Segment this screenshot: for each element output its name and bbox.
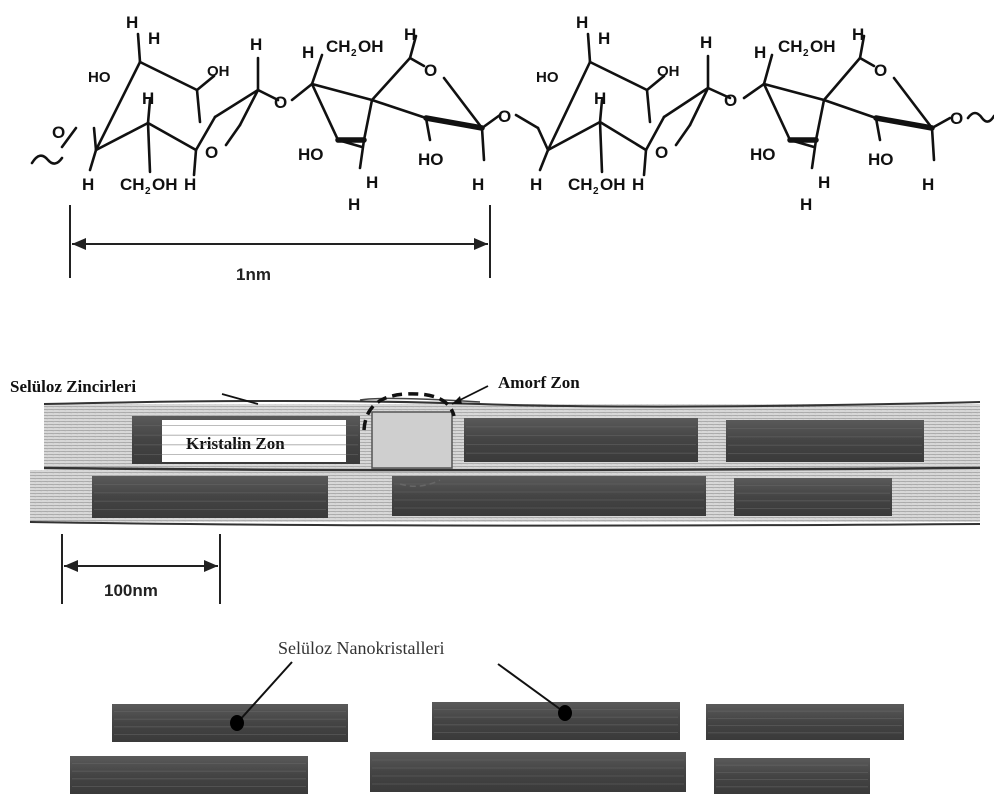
atom-o: O — [52, 123, 65, 142]
atom-ho: HO — [298, 145, 324, 164]
atom-h: H — [404, 25, 416, 44]
atom-ho: HO — [88, 69, 111, 86]
atom-oh: OH — [358, 37, 384, 56]
crystalline-domain — [92, 476, 328, 518]
atom-ho: HO — [418, 150, 444, 169]
crystalline-domain — [392, 476, 706, 516]
atom-h: H — [818, 173, 830, 192]
ring-o: O — [655, 143, 668, 162]
cellulose-chains-label: Selüloz Zincirleri — [10, 377, 136, 396]
amorphous-zone-label: Amorf Zon — [498, 373, 580, 392]
subscript-2: 2 — [351, 48, 357, 59]
atom-ch: CH — [120, 175, 145, 194]
atom-h: H — [82, 175, 94, 194]
atom-h: H — [184, 175, 196, 194]
scale-label-100nm: 100nm — [104, 581, 158, 600]
nanocrystal — [706, 704, 904, 740]
ch2oh-group: CH 2 OH — [568, 175, 626, 197]
scale-bar-100nm: 100nm — [61, 534, 221, 604]
atom-h: H — [598, 29, 610, 48]
atom-h: H — [250, 35, 262, 54]
atom-h: H — [472, 175, 484, 194]
bridge-o: O — [724, 91, 737, 110]
atom-h: H — [852, 25, 864, 44]
cellulose-nanocrystals: Selüloz Nanokristalleri — [70, 638, 904, 794]
atom-ch: CH — [568, 175, 593, 194]
atom-h: H — [922, 175, 934, 194]
glucose-unit-3 — [514, 32, 732, 177]
atom-h: H — [800, 195, 812, 214]
pointer-dot — [558, 705, 572, 721]
atom-h: H — [754, 43, 766, 62]
subscript-2: 2 — [593, 186, 599, 197]
nanocrystal — [70, 756, 308, 794]
atom-h: H — [126, 13, 138, 32]
atom-oh: OH — [810, 37, 836, 56]
ring-o: O — [874, 61, 887, 80]
nanocrystal — [432, 702, 680, 740]
glucose-unit-4 — [742, 34, 994, 170]
bridge-o: O — [950, 109, 963, 128]
ring-o: O — [205, 143, 218, 162]
bridge-o: O — [498, 107, 511, 126]
atom-h: H — [700, 33, 712, 52]
atom-h: H — [348, 195, 360, 214]
atom-h: H — [366, 173, 378, 192]
atom-ch: CH — [326, 37, 351, 56]
atom-oh: OH — [657, 63, 680, 80]
crystalline-label-box — [162, 420, 346, 462]
scale-bar-1nm: 1nm — [69, 205, 491, 284]
nanocrystal-texture — [72, 709, 902, 788]
crystalline-domain — [464, 418, 698, 462]
ch2oh-group: CH 2 OH — [326, 37, 384, 59]
crystalline-domain — [726, 420, 924, 462]
atom-h: H — [530, 175, 542, 194]
bridge-o: O — [274, 93, 287, 112]
cellulose-chain-molecule: O H HO H H OH H O H H CH 2 OH O CH 2 OH … — [30, 13, 994, 214]
atom-oh: OH — [207, 63, 230, 80]
atom-h: H — [148, 29, 160, 48]
amorphous-zone-marker — [362, 392, 456, 431]
amorphous-domain — [371, 411, 453, 469]
nanocrystal — [714, 758, 870, 794]
atom-h: H — [142, 89, 154, 108]
nanocrystal — [370, 752, 686, 792]
nanocrystals-label: Selüloz Nanokristalleri — [278, 638, 444, 658]
atom-ho: HO — [868, 150, 894, 169]
ch2oh-group: CH 2 OH — [778, 37, 836, 59]
atom-ch: CH — [778, 37, 803, 56]
ring-o: O — [424, 61, 437, 80]
microfibril: Selüloz Zincirleri Amorf Zon Kristalin Z… — [10, 373, 981, 527]
atom-h: H — [302, 43, 314, 62]
atom-h: H — [594, 89, 606, 108]
atom-oh: OH — [600, 175, 626, 194]
glucose-unit-1 — [30, 32, 280, 177]
atom-h: H — [632, 175, 644, 194]
scale-label-1nm: 1nm — [236, 265, 271, 284]
subscript-2: 2 — [145, 186, 151, 197]
pointer-dot — [230, 715, 244, 731]
ch2oh-group: CH 2 OH — [120, 175, 178, 197]
atom-ho: HO — [750, 145, 776, 164]
atom-h: H — [576, 13, 588, 32]
atom-oh: OH — [152, 175, 178, 194]
glucose-unit-2 — [290, 34, 502, 170]
atom-ho: HO — [536, 69, 559, 86]
crystalline-zone-label: Kristalin Zon — [186, 434, 285, 453]
subscript-2: 2 — [803, 48, 809, 59]
crystalline-domain — [734, 478, 892, 516]
